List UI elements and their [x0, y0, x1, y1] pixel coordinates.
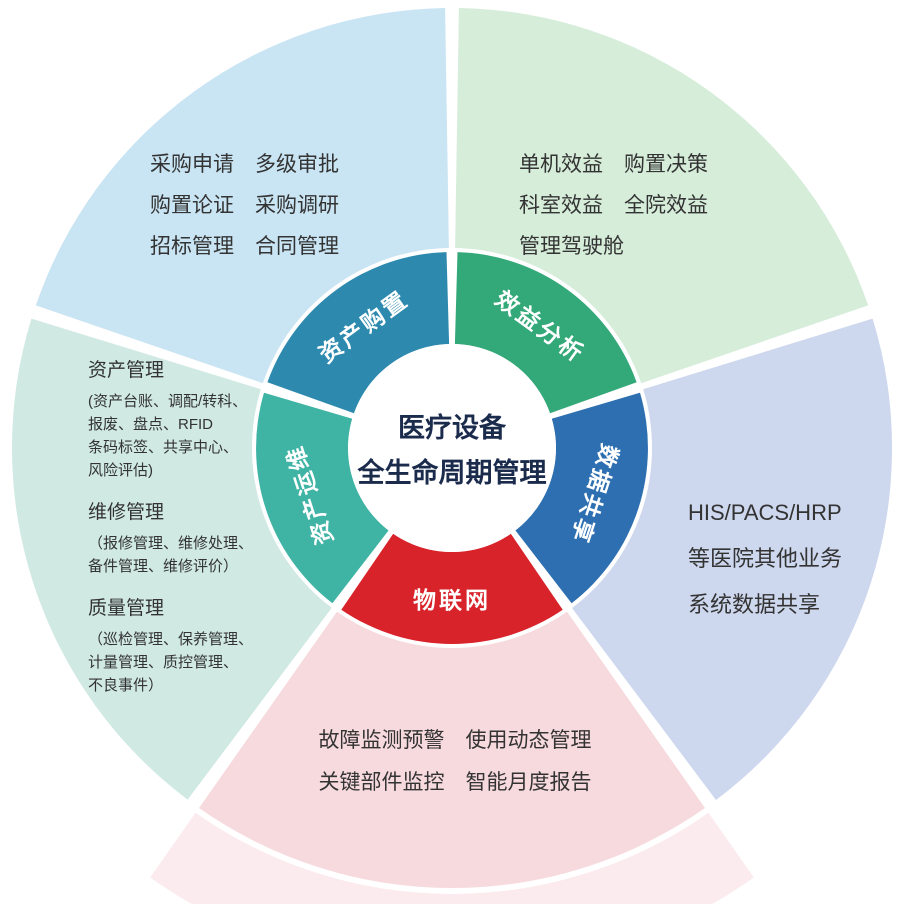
detail-purchase: 采购申请 多级审批 购置论证 采购调研 招标管理 合同管理 — [150, 144, 339, 267]
detail-ops: 资产管理 (资产台账、调配/转科、 报废、盘点、RFID 条码标签、共享中心、 … — [88, 360, 253, 717]
detail-line: 管理驾驶舱 — [519, 235, 624, 258]
detail-line: 单机效益 购置决策 — [519, 153, 708, 176]
ring-iot — [341, 533, 563, 644]
detail-iot: 故障监测预警 使用动态管理 关键部件监控 智能月度报告 — [155, 720, 755, 804]
group-line: 条码标签、共享中心、 — [88, 439, 239, 456]
ops-group-repair: 维修管理 （报修管理、维修处理、 备件管理、维修评价） — [88, 502, 253, 578]
center-circle — [348, 344, 556, 552]
group-line: 计量管理、质控管理、 — [88, 654, 239, 671]
detail-line: HIS/PACS/HRP — [688, 500, 842, 525]
ops-group-asset: 资产管理 (资产台账、调配/转科、 报废、盘点、RFID 条码标签、共享中心、 … — [88, 360, 253, 482]
detail-data: HIS/PACS/HRP 等医院其他业务 系统数据共享 — [688, 490, 842, 628]
sector-ops — [11, 318, 332, 800]
center-title-line1: 医疗设备 — [398, 413, 506, 443]
sector-purchase — [35, 8, 449, 384]
group-heading: 维修管理 — [88, 502, 165, 523]
ring-data — [515, 392, 648, 604]
group-line: （巡检管理、保养管理、 — [88, 631, 254, 648]
detail-line: 购置论证 采购调研 — [150, 194, 339, 217]
detail-line: 系统数据共享 — [688, 592, 821, 617]
group-line: （报修管理、维修处理、 — [88, 535, 254, 552]
sector-iot — [199, 611, 705, 889]
group-line: 备件管理、维修评价） — [88, 558, 239, 575]
detail-line: 采购申请 多级审批 — [150, 153, 339, 176]
detail-line: 故障监测预警 使用动态管理 — [318, 729, 592, 752]
center-title-line2: 全生命周期管理 — [357, 458, 547, 488]
group-line: 报废、盘点、RFID — [88, 416, 213, 433]
ring-ops — [256, 392, 389, 604]
detail-line: 招标管理 合同管理 — [150, 235, 339, 258]
group-line: 风险评估) — [88, 462, 153, 479]
ops-group-quality: 质量管理 （巡检管理、保养管理、 计量管理、质控管理、 不良事件） — [88, 598, 253, 697]
sector-benefit — [455, 8, 869, 384]
sector-data — [572, 318, 893, 800]
center-title: 医疗设备 全生命周期管理 — [347, 400, 557, 496]
ring-purchase — [267, 252, 450, 414]
ring-benefit — [454, 252, 637, 414]
group-heading: 资产管理 — [88, 360, 165, 381]
group-line: (资产台账、调配/转科、 — [88, 393, 248, 410]
detail-benefit: 单机效益 购置决策 科室效益 全院效益 管理驾驶舱 — [519, 144, 708, 267]
ring-label-iot: 物联网 — [413, 587, 491, 613]
group-heading: 质量管理 — [88, 598, 165, 619]
detail-line: 关键部件监控 智能月度报告 — [318, 771, 592, 794]
detail-line: 科室效益 全院效益 — [519, 194, 708, 217]
sector-iot-band — [150, 812, 754, 904]
detail-line: 等医院其他业务 — [688, 546, 843, 571]
group-line: 不良事件） — [88, 677, 164, 694]
